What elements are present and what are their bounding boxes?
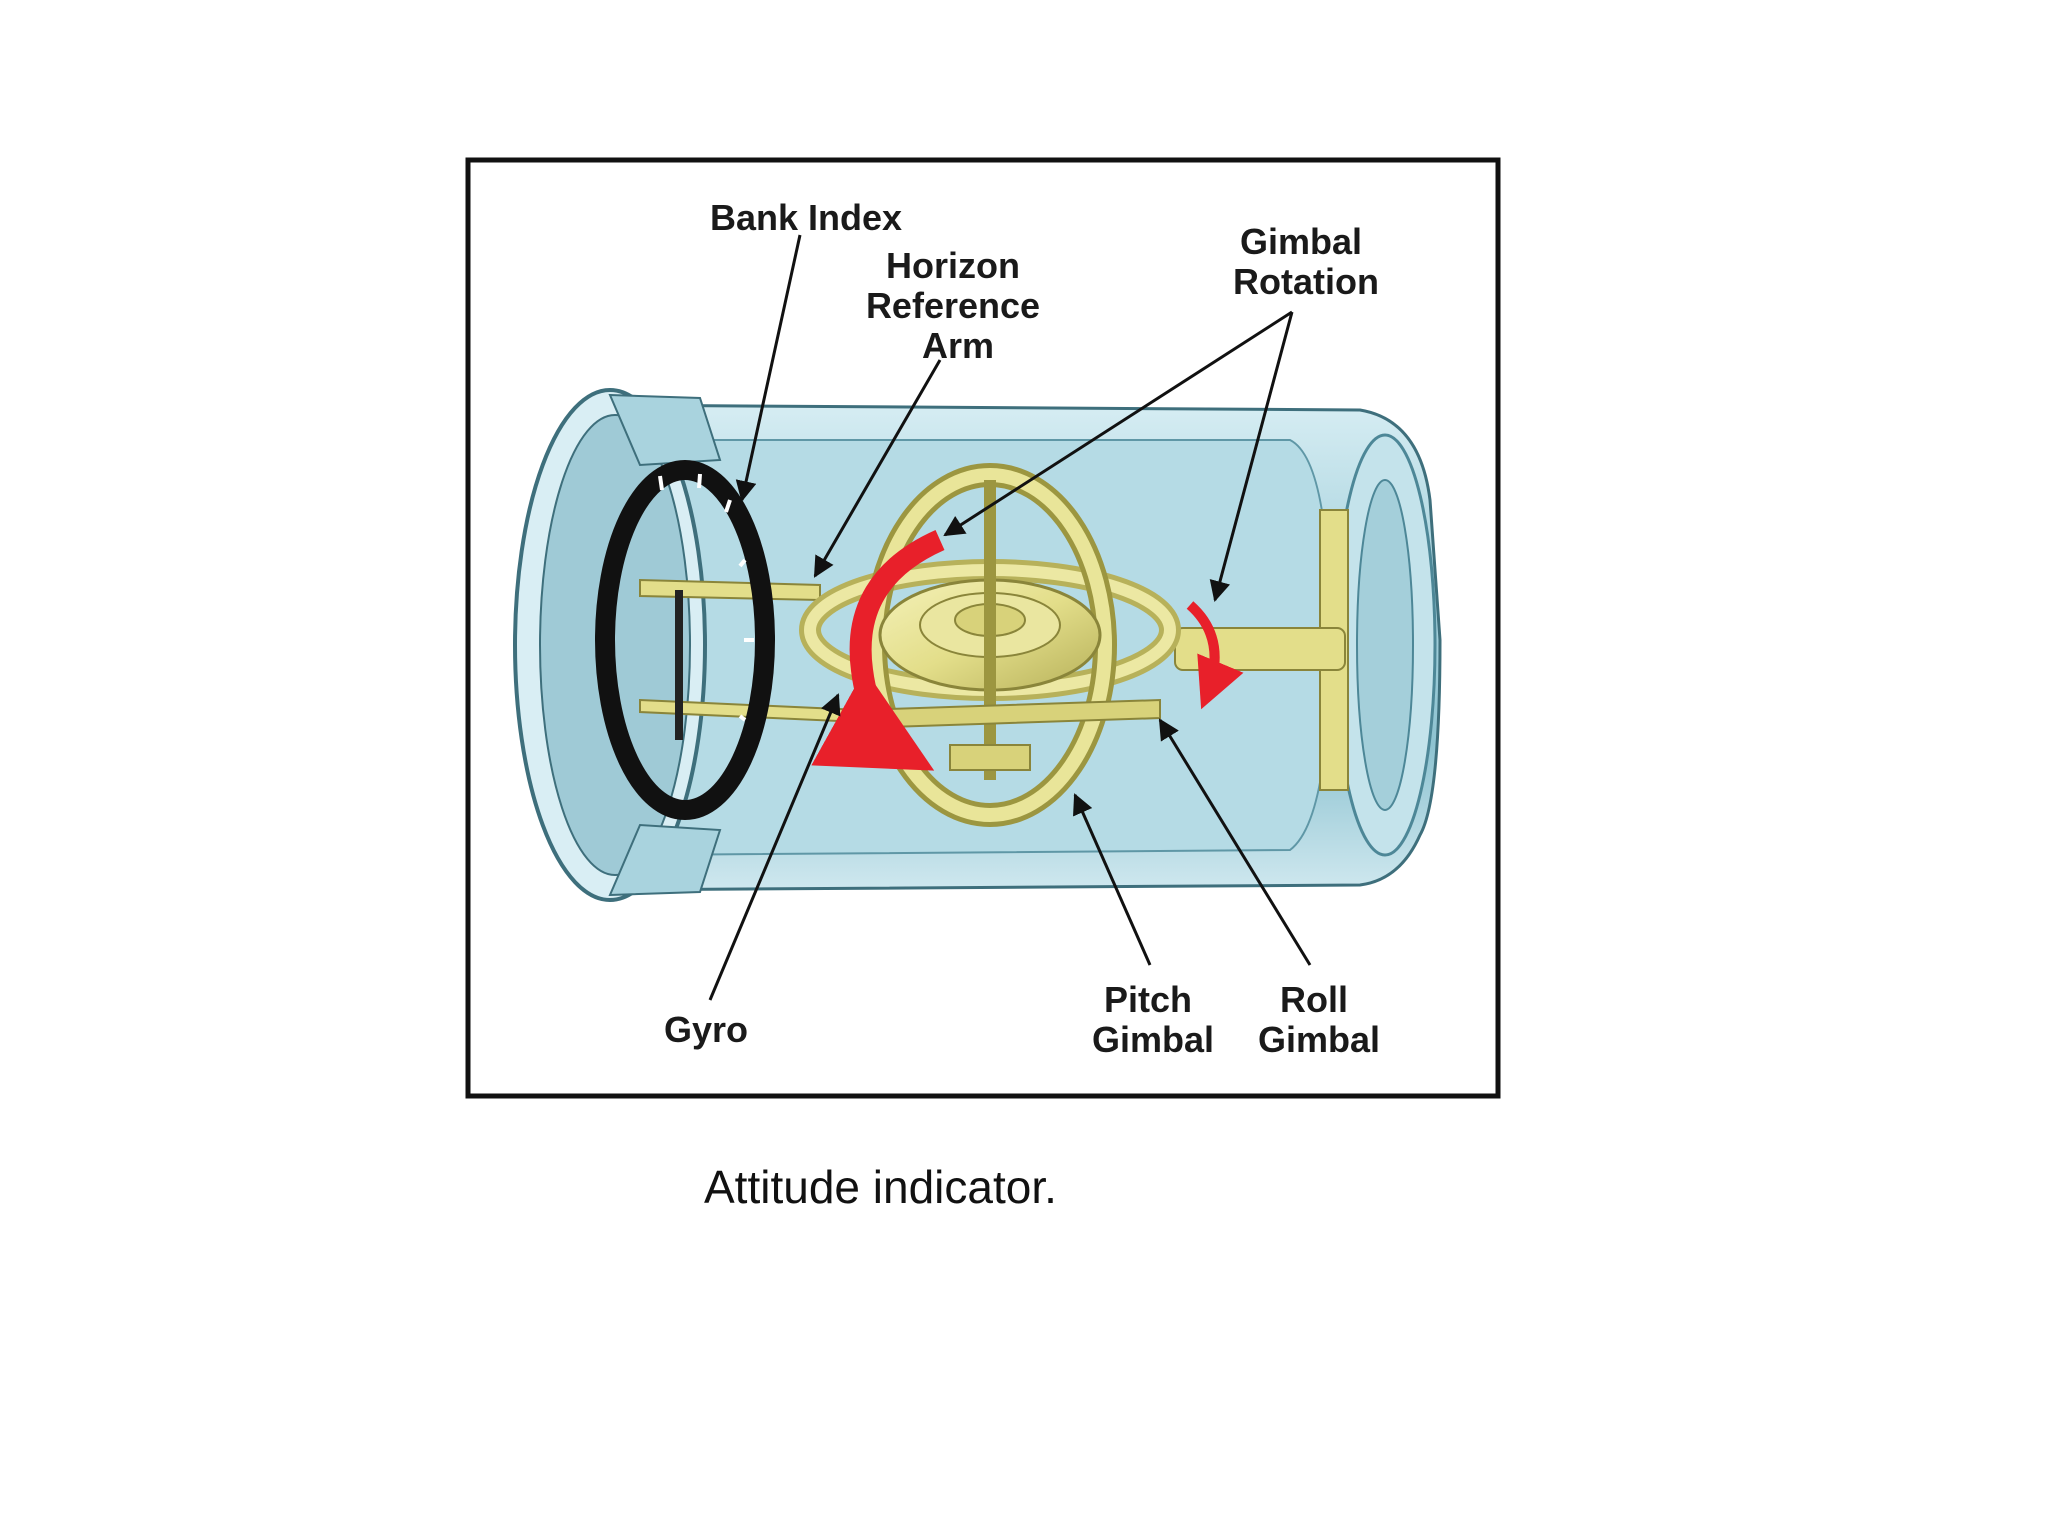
label-horizon-line-2: Reference	[866, 285, 1040, 326]
label-roll-gimbal-line-2: Gimbal	[1258, 1019, 1380, 1060]
bank-index-ring	[595, 460, 775, 820]
label-horizon-line-1: Horizon	[886, 245, 1020, 286]
label-horizon-reference-arm: Horizon Reference Arm	[866, 245, 1050, 366]
label-pitch-gimbal-line-2: Gimbal	[1092, 1019, 1214, 1060]
label-gimbal-rotation-line-2: Rotation	[1233, 261, 1379, 302]
label-roll-gimbal-line-1: Roll	[1280, 979, 1348, 1020]
leader-lines	[708, 234, 1312, 1001]
label-bank-index: Bank Index	[710, 197, 902, 238]
label-gimbal-rotation: Gimbal Rotation	[1233, 221, 1379, 302]
gimbal-assembly	[799, 463, 1181, 827]
label-pitch-gimbal: Pitch Gimbal	[1092, 979, 1214, 1060]
label-gimbal-rotation-line-1: Gimbal	[1240, 221, 1362, 262]
figure-caption: Attitude indicator.	[704, 1161, 1057, 1213]
label-gyro: Gyro	[664, 1009, 748, 1050]
gimbal-rotation-arrows	[811, 529, 1244, 771]
label-roll-gimbal: Roll Gimbal	[1258, 979, 1380, 1060]
label-horizon-line-3: Arm	[922, 325, 994, 366]
label-pitch-gimbal-line-1: Pitch	[1104, 979, 1192, 1020]
